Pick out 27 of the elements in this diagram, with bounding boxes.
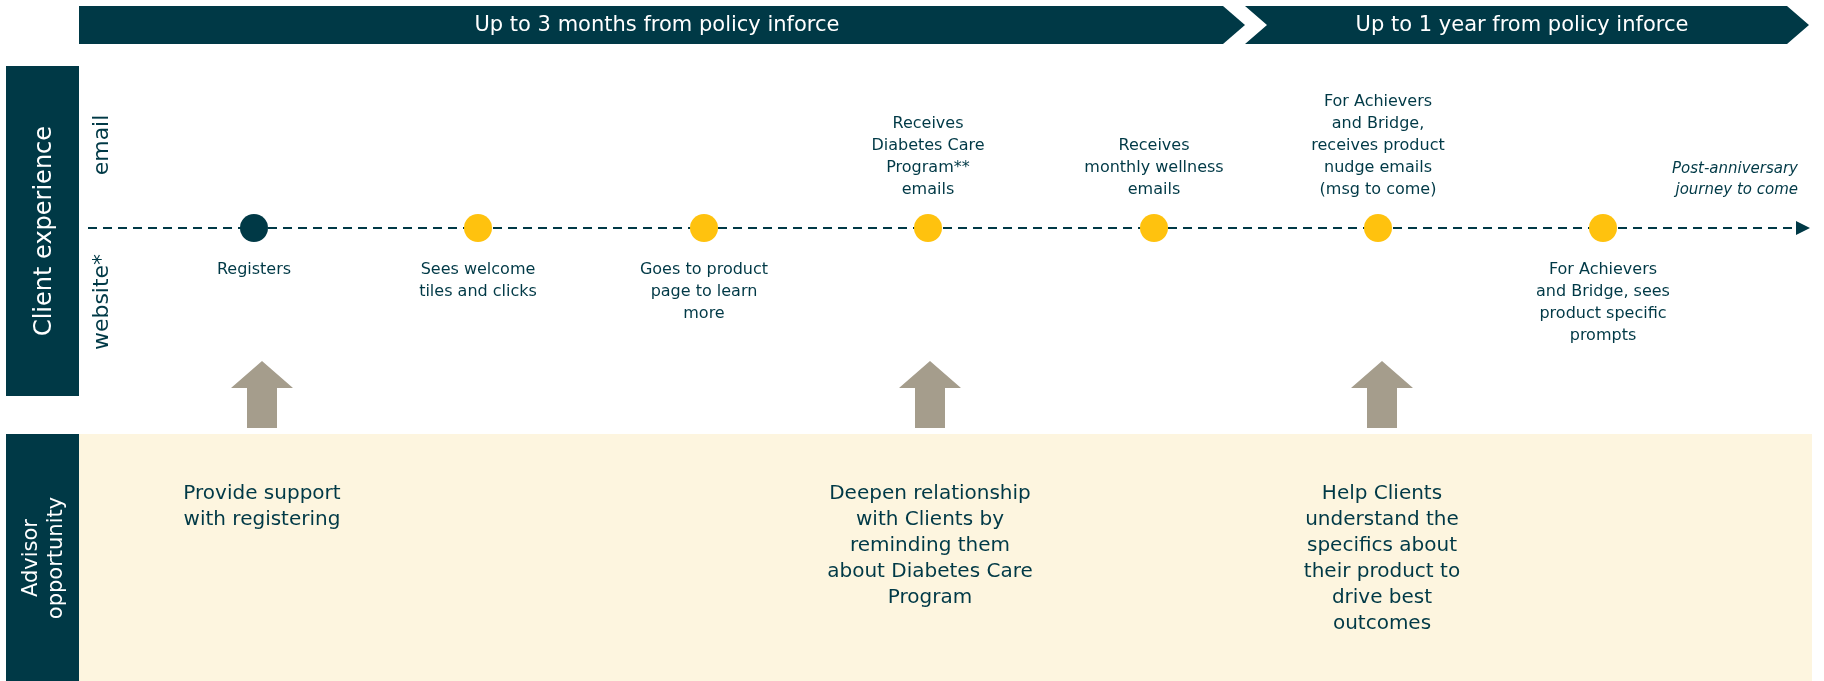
channel-label: email (87, 114, 113, 176)
event-text: Receives Diabetes Care Program** emails (870, 112, 986, 200)
channel-label: website* (87, 253, 113, 351)
event-text: Goes to product page to learn more (638, 258, 770, 324)
banner-text: Up to 3 months from policy inforce (473, 12, 841, 36)
timeframe-banner (1245, 6, 1809, 44)
milestone-dot (914, 214, 942, 242)
section-title: Advisor opportunity (17, 495, 68, 621)
section-bar (6, 434, 79, 681)
event-text: Receives monthly wellness emails (1084, 134, 1224, 200)
milestone-dot (1140, 214, 1168, 242)
milestone-dot (1589, 214, 1617, 242)
advisor-text: Provide support with registering (167, 479, 357, 531)
milestone-dot (1364, 214, 1392, 242)
banner-text: Up to 1 year from policy inforce (1354, 12, 1690, 36)
event-text: For Achievers and Bridge, sees product specific prompts (1535, 258, 1671, 346)
milestone-dot (240, 214, 268, 242)
advisor-text: Help Clients understand the specifics about their product to drive best outcomes (1292, 479, 1472, 635)
event-text: Registers (215, 258, 293, 280)
section-bar (6, 66, 79, 396)
milestone-dot (464, 214, 492, 242)
section-title: Client experience (30, 125, 55, 337)
milestone-dot (690, 214, 718, 242)
note-text: Post-anniversary journey to come (1670, 158, 1798, 200)
advisor-text: Deepen relationship with Clients by reminding them about Diabetes Care Program (825, 479, 1035, 609)
event-text: Sees welcome tiles and clicks (418, 258, 538, 302)
event-text: For Achievers and Bridge, receives product nudge emails (msg to come) (1310, 90, 1446, 200)
